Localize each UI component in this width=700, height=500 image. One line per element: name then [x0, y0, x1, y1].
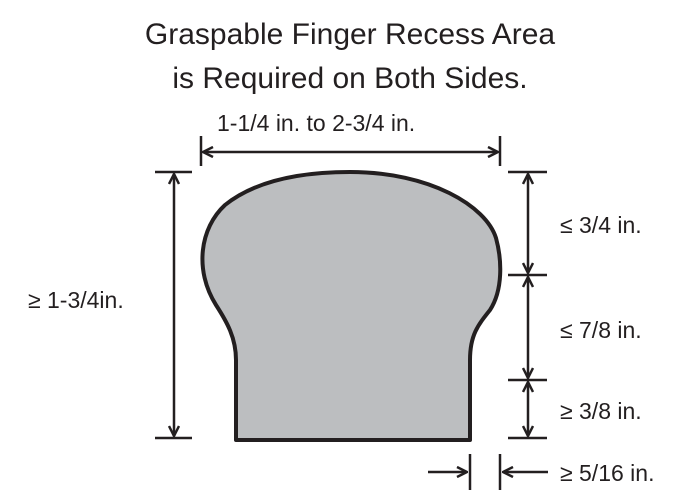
middle-height-label: ≤ 7/8 in. [560, 317, 642, 343]
total-height-label: ≥ 1-3/4in. [28, 287, 124, 313]
right-extension-lines [508, 170, 547, 440]
recess-depth-label: ≥ 5/16 in. [560, 460, 655, 486]
upper-height-label: ≤ 3/4 in. [560, 212, 642, 238]
total-height-dimension [155, 170, 192, 440]
title-line-1: Graspable Finger Recess Area [144, 18, 556, 51]
title-line-2: is Required on Both Sides. [172, 62, 528, 95]
top-width-label: 1-1/4 in. to 2-3/4 in. [217, 110, 416, 136]
top-width-dimension [199, 136, 502, 166]
lower-height-label: ≥ 3/8 in. [560, 398, 642, 424]
recess-depth-dimension [428, 454, 548, 490]
handrail-profile [200, 170, 503, 442]
